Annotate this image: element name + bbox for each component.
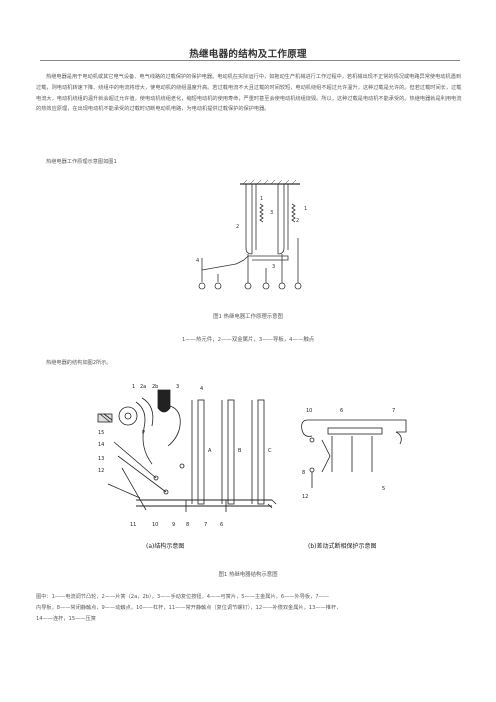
fig2a-label-4: 4 [200, 386, 203, 392]
fig2a-label-14: 14 [98, 442, 104, 448]
fig1-label-2-right: 2 [296, 218, 299, 224]
fig2a-label-P: P [142, 430, 145, 436]
fig2b-label-6: 6 [340, 408, 343, 414]
fig2a-label-6: 6 [220, 522, 223, 528]
fig2-legend-line-1: 图中：1——电流调节凸轮，2——片簧（2a，2b），3——手动复位按钮，4——弓… [36, 594, 329, 600]
fig2b-label-5: 5 [382, 486, 385, 492]
fig2-intro-text: 热继电器的结构如图2所示。 [46, 360, 112, 366]
fig2a-label-15: 15 [98, 430, 104, 436]
fig1-working-principle-diagram: 1 2 3 1 2 3 4 [196, 179, 307, 290]
fig2b-label-7: 7 [392, 408, 395, 414]
fig2a-label-11: 11 [130, 522, 136, 528]
intro-paragraph: 热继电器是用于电动机或其它电气设备、电气线路的过载保护的保护电器。电动机在实际运… [36, 74, 462, 113]
fig1-caption: 图1 热继电器工作原理示意图 [213, 314, 283, 320]
fig2b-label-8: 8 [302, 470, 305, 476]
fig2-structure-diagram: 1 2a 2b 3 4 15 14 13 12 11 10 9 8 7 6 P … [97, 384, 407, 550]
fig2-caption: 图1 热继电器结构示意图 [218, 572, 278, 578]
fig2a-label-7: 7 [204, 522, 207, 528]
fig2b-label-10: 10 [306, 408, 312, 414]
page-title: 热继电器的结构及工作原理 [189, 49, 307, 60]
fig2-legend-line-3: 14——连杆，15——压簧 [36, 616, 96, 622]
fig2a-label-13: 13 [98, 456, 104, 462]
fig2a-label-12: 12 [98, 468, 104, 474]
fig1-intro-text: 热继电器工作原理示意图如图1 [46, 159, 117, 165]
fig1-label-2-left: 2 [236, 224, 239, 230]
fig1-label-3-guide: 3 [272, 264, 275, 270]
fig2a-label-2a: 2a [140, 384, 146, 390]
fig2b-caption: (b)差动式断相保护示意图 [308, 542, 377, 550]
fig2-legend-line-2: 内导板，8——常闭静触点，9——动触点，10——杠杆，11——常开静触点（复位调… [36, 605, 342, 611]
title-divider [40, 60, 460, 61]
fig2a-label-10: 10 [152, 522, 158, 528]
fig2a-label-9: 9 [172, 522, 175, 528]
fig2a-label-B: B [238, 448, 242, 454]
fig2a-label-1: 1 [132, 384, 135, 390]
fig2a-label-C: C [268, 448, 272, 454]
fig2a-label-8: 8 [186, 522, 189, 528]
fig1-label-4-contact: 4 [196, 258, 199, 264]
fig1-legend: 1——热元件，2——双金属片，3——导板，4——触点 [181, 337, 315, 343]
fig2a-label-2b: 2b [152, 384, 158, 390]
fig1-label-3-mid: 3 [270, 210, 273, 216]
fig2a-label-A: A [208, 448, 212, 454]
fig1-label-1-right: 1 [304, 206, 307, 212]
fig2b-label-12: 12 [302, 494, 308, 500]
fig2a-caption: (a)结构示意图 [146, 542, 184, 550]
fig1-label-1-left: 1 [260, 196, 263, 202]
fig2a-label-3: 3 [176, 384, 179, 390]
